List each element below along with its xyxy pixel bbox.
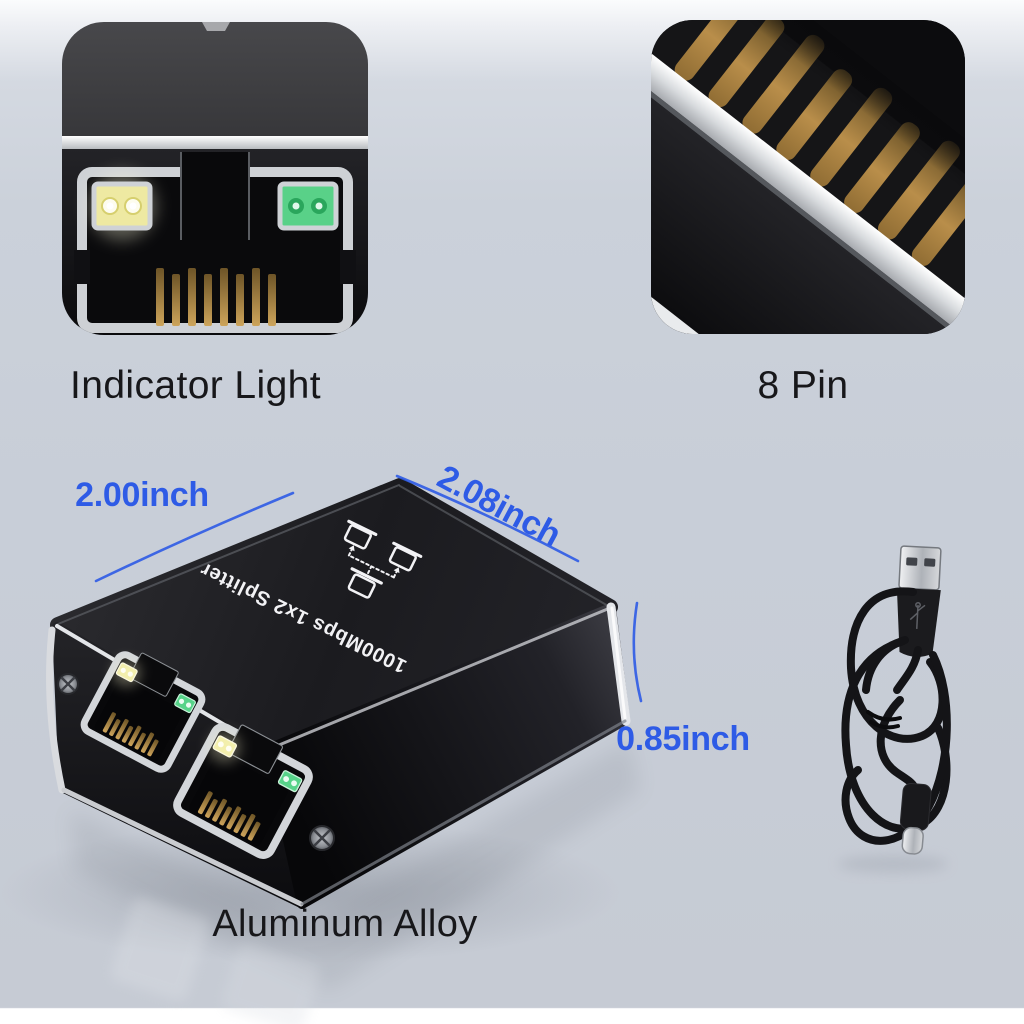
diagonal-closeup xyxy=(651,20,965,334)
dimension-width-label: 2.00inch xyxy=(75,476,209,514)
port-reflections xyxy=(110,897,321,1024)
screw-bottom-right xyxy=(309,825,335,851)
aluminum-alloy-label: Aluminum Alloy xyxy=(212,903,478,945)
indicator-light-label: Indicator Light xyxy=(70,364,321,407)
aluminum-band xyxy=(651,20,965,334)
latch-slot xyxy=(181,152,249,240)
gold-pins xyxy=(156,268,276,326)
print-fragment xyxy=(202,22,230,31)
led-green xyxy=(277,181,339,231)
indicator-light-photo xyxy=(62,22,368,335)
eight-pin-photo xyxy=(651,20,965,334)
dimension-line-depth xyxy=(395,474,580,563)
usb-c-connector xyxy=(899,782,932,855)
device-top-surface xyxy=(62,22,368,144)
usb-cable-photo xyxy=(841,545,951,855)
dimension-lines xyxy=(94,474,643,703)
cable-tie xyxy=(866,710,902,730)
network-split-icon xyxy=(343,519,423,599)
aluminum-edges xyxy=(46,484,631,907)
dimension-line-height xyxy=(632,601,643,703)
eight-pin-label: 8 Pin xyxy=(757,364,849,407)
dimension-height-label: 0.85inch xyxy=(616,720,750,758)
rj45-jack xyxy=(74,152,356,333)
dimension-line-width xyxy=(94,491,295,583)
splitter-device-photo: 1000Mbps 1x2 Splitter xyxy=(46,478,631,909)
aluminum-edge-strip xyxy=(62,136,368,149)
device-body-diagonal xyxy=(651,20,965,334)
screw-top-left xyxy=(57,673,79,695)
led-yellow xyxy=(91,181,153,231)
